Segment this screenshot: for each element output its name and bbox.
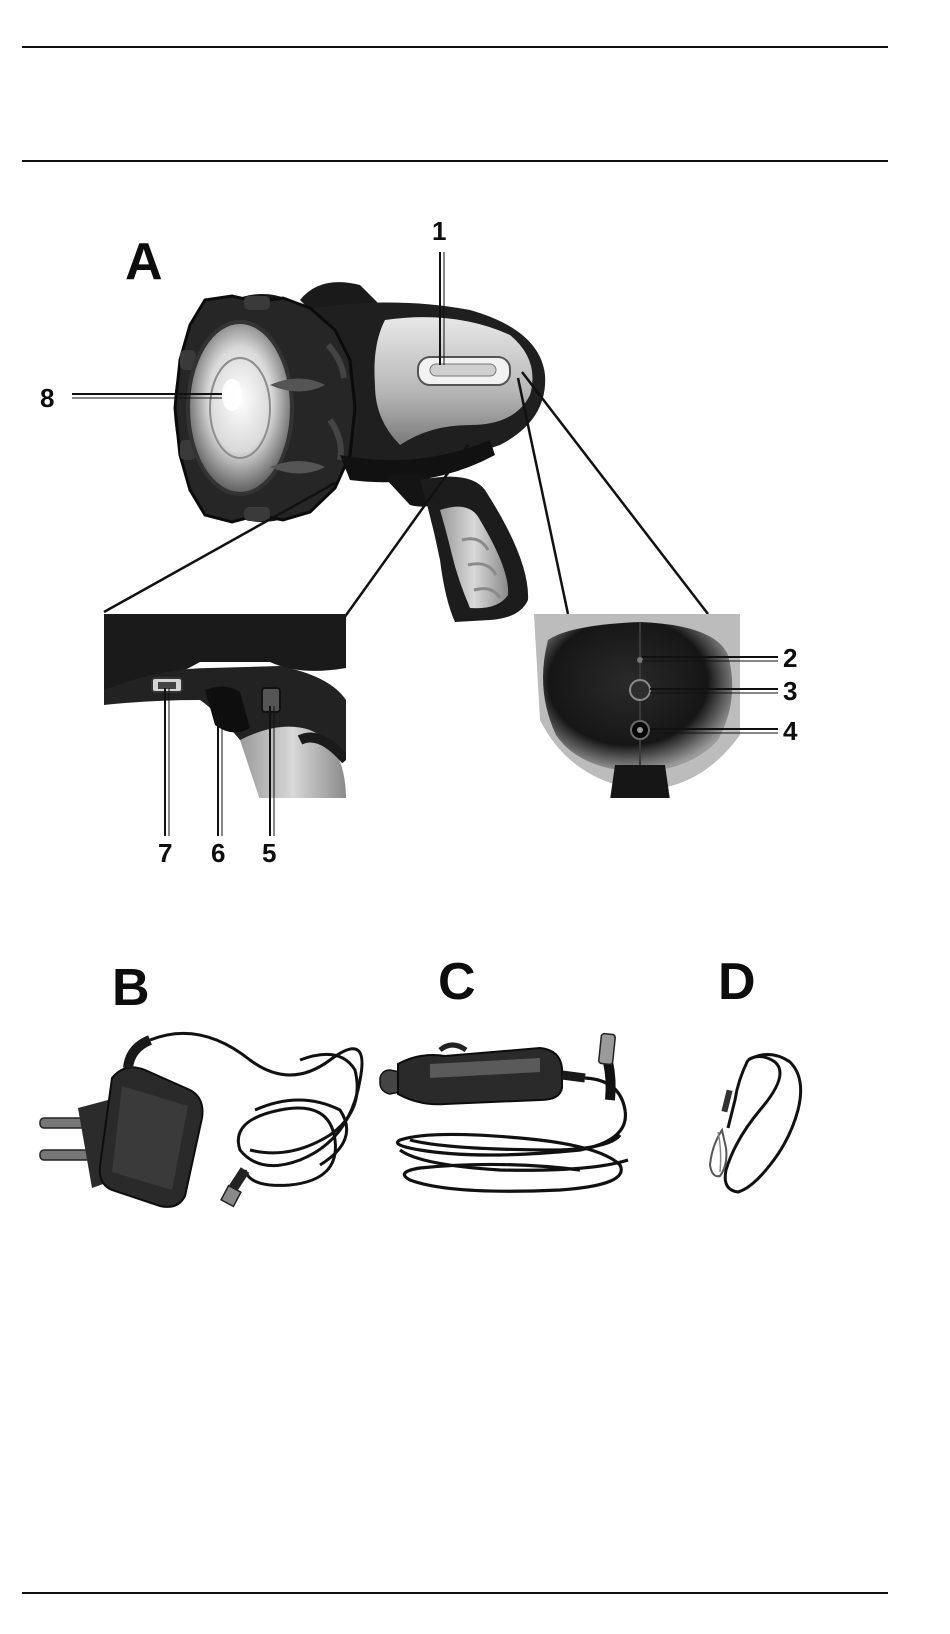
mains-adapter-illustration <box>40 1033 362 1207</box>
panel-label-b: B <box>112 962 150 1014</box>
callout-8: 8 <box>40 385 54 411</box>
handle-detail-illustration <box>104 614 346 800</box>
panel-label-a: A <box>125 236 163 288</box>
car-charger-illustration <box>380 1033 628 1191</box>
panel-label-c: C <box>438 956 476 1008</box>
rear-panel-detail-illustration <box>534 614 740 800</box>
spotlight-illustration <box>174 282 545 622</box>
lanyard-illustration <box>710 1054 801 1192</box>
callout-6: 6 <box>211 840 225 866</box>
callout-1: 1 <box>432 218 446 244</box>
callout-4: 4 <box>783 718 797 744</box>
callout-2: 2 <box>783 645 797 671</box>
panel-label-d: D <box>718 956 756 1008</box>
callout-7: 7 <box>158 840 172 866</box>
callout-5: 5 <box>262 840 276 866</box>
callout-3: 3 <box>783 678 797 704</box>
